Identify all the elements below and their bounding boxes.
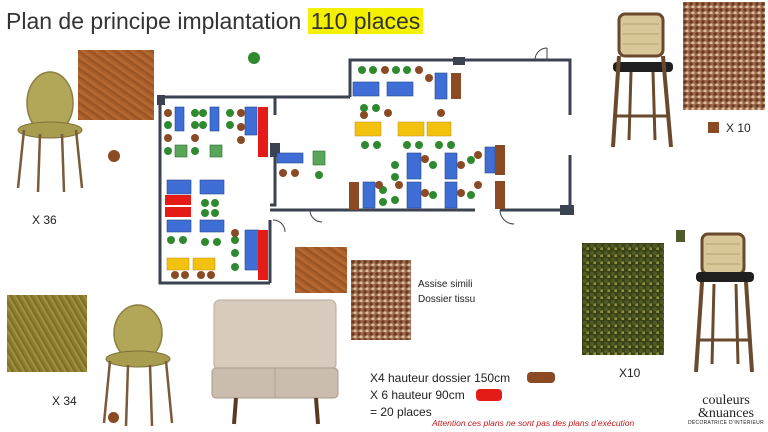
brown-stool-marker — [708, 122, 719, 133]
green-color-dot — [248, 52, 260, 64]
tweed-fabric-swatch-middle — [351, 260, 411, 340]
leather-swatch-brown — [78, 50, 154, 120]
page-title: Plan de principe implantation 110 places — [6, 8, 424, 35]
brand-logo: couleurs &nuances DÉCORATRICE D’INTÉRIEU… — [686, 393, 766, 427]
bench-note-low: X 6 hauteur 90cm — [370, 388, 465, 402]
bench-note-high-back: X4 hauteur dossier 150cm — [370, 371, 511, 385]
bar-stool-image-top — [611, 12, 673, 148]
stool-count-x10-bottom: X10 — [619, 366, 641, 380]
execution-warning: Attention ces plans ne sont pas des plan… — [432, 418, 635, 428]
chair-count-x34: X 34 — [52, 394, 77, 408]
olive-leather-swatch — [7, 295, 87, 372]
bar-stool-image-bottom — [694, 232, 754, 373]
fabric-note-seat: Assise simili — [418, 279, 473, 290]
round-dining-chair-image-bottom — [102, 304, 174, 427]
red-bench-legend — [476, 389, 502, 401]
logo-tagline: DÉCORATRICE D’INTÉRIEUR — [688, 420, 764, 426]
banquette-bench-image — [211, 299, 339, 425]
fabric-note-back: Dossier tissu — [418, 294, 476, 305]
brown-color-dot — [108, 150, 120, 162]
brown-bench-legend — [527, 372, 555, 383]
chair-count-x36: X 36 — [32, 213, 57, 227]
capacity-highlight: 110 places — [307, 8, 424, 34]
brown-color-dot-bottom — [108, 412, 119, 423]
leather-swatch-small — [295, 247, 347, 293]
logo-line-2: &nuances — [698, 406, 754, 421]
floor-plan — [157, 47, 574, 285]
moss-fabric-swatch — [582, 243, 664, 355]
round-dining-chair-image — [16, 71, 84, 193]
bench-note-total: = 20 places — [370, 405, 432, 419]
logo-line-1: couleurs — [702, 393, 750, 408]
olive-stool-marker — [676, 230, 685, 242]
tweed-fabric-swatch-top — [683, 2, 765, 110]
stool-count-x10-right: X 10 — [726, 121, 751, 135]
